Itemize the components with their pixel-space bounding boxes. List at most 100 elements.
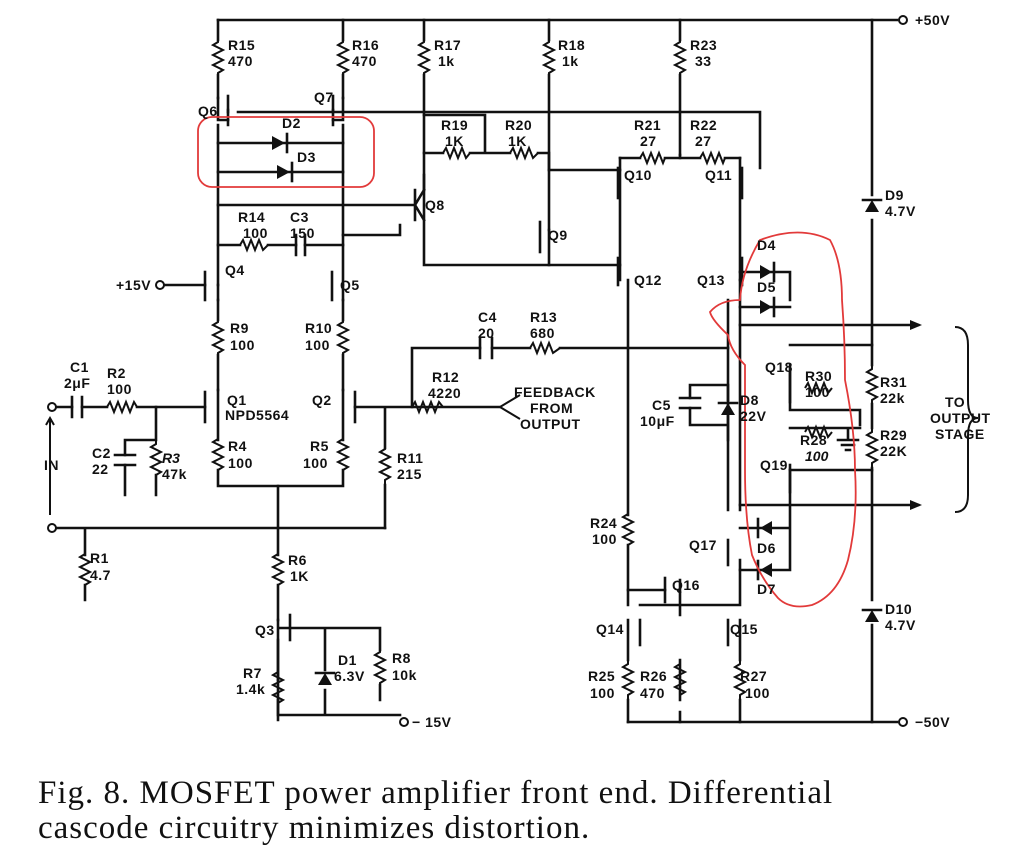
diodes (272, 132, 883, 685)
label-r20: R20 (505, 117, 532, 133)
value-r4: 100 (228, 455, 253, 471)
diode-d10 (861, 608, 883, 622)
label-d10: D10 (885, 601, 912, 617)
resistor-r19 (442, 145, 471, 161)
value-r25: 100 (590, 685, 615, 701)
label-d9: D9 (885, 187, 904, 203)
label-r22: R22 (690, 117, 717, 133)
label-q15: Q15 (730, 621, 758, 637)
diode-d8 (717, 401, 739, 415)
label-q7: Q7 (314, 89, 334, 105)
diode-d5 (760, 296, 776, 318)
label-d8: D8 (740, 392, 759, 408)
diode-d6 (756, 517, 772, 539)
label-r11: R11 (397, 450, 423, 466)
label-r28: R28 (800, 432, 827, 448)
value-r7: 1.4k (236, 681, 265, 697)
label-r18: R18 (558, 37, 585, 53)
resistor-r23 (674, 37, 686, 78)
resistor-r20 (509, 145, 539, 161)
label-npd5564: NPD5564 (225, 407, 289, 423)
value-r12: 4220 (428, 385, 461, 401)
capacitor-c4 (478, 336, 494, 360)
label-c1: C1 (70, 359, 89, 375)
label-r5: R5 (310, 438, 329, 454)
label-r24: R24 (590, 515, 617, 531)
label-d5: D5 (757, 279, 776, 295)
label-q4: Q4 (225, 262, 245, 278)
resistor-r22 (699, 150, 726, 166)
label-q11: Q11 (705, 167, 732, 183)
label-feedback-2: FROM (530, 400, 573, 416)
value-d10: 4.7V (885, 617, 916, 633)
value-r16: 470 (352, 53, 377, 69)
capacitors (70, 233, 702, 467)
label-r16: R16 (352, 37, 379, 53)
label-r8: R8 (392, 650, 411, 666)
label-q10: Q10 (624, 167, 652, 183)
capacitor-c3 (294, 233, 307, 257)
label-q8: Q8 (425, 197, 445, 213)
highlight-d2-d3 (197, 116, 375, 188)
value-r22: 27 (695, 133, 712, 149)
label-rail-neg50: −50V (915, 714, 950, 730)
label-rail-neg15: − 15V (412, 714, 452, 730)
value-r27: 100 (745, 685, 770, 701)
resistor-r31 (866, 364, 878, 405)
label-q12: Q12 (634, 272, 662, 288)
resistor-r17 (418, 37, 430, 78)
label-r29: R29 (880, 427, 907, 443)
value-r6: 1K (290, 568, 309, 584)
value-r17: 1k (438, 53, 455, 69)
highlight-output-region (709, 231, 857, 608)
resistor-r10 (337, 317, 349, 358)
label-r7: R7 (243, 665, 262, 681)
value-c2: 22 (92, 461, 109, 477)
label-r3: R3 (162, 450, 180, 466)
resistor-r12 (411, 399, 444, 415)
label-c5: C5 (652, 397, 671, 413)
diode-d3 (277, 161, 294, 183)
resistors (79, 37, 878, 708)
label-q3: Q3 (255, 622, 275, 638)
label-to-output-2: OUTPUT (930, 410, 991, 426)
label-r17: R17 (434, 37, 461, 53)
value-r1: 4.7 (90, 567, 111, 583)
label-d1: D1 (338, 652, 357, 668)
label-q2: Q2 (312, 392, 332, 408)
label-q9: Q9 (548, 227, 568, 243)
resistor-r13 (529, 340, 561, 356)
diode-d4 (760, 261, 776, 283)
resistor-r16 (337, 37, 349, 78)
label-d4: D4 (757, 237, 776, 253)
value-r18: 1k (562, 53, 579, 69)
schematic: +50V −50V +15V − 15V IN FEEDBACK FROM OU… (44, 12, 991, 730)
label-q17: Q17 (689, 537, 717, 553)
label-r23: R23 (690, 37, 717, 53)
label-d7: D7 (757, 581, 776, 597)
caption-line-2: cascode circuitry minimizes distortion. (38, 810, 591, 846)
value-r31: 22k (880, 390, 905, 406)
capacitor-c5 (678, 396, 702, 410)
resistor-r2 (106, 399, 138, 415)
value-r13: 680 (530, 325, 555, 341)
resistor-r25 (622, 659, 634, 700)
label-r27: R27 (740, 668, 767, 684)
value-r15: 470 (228, 53, 253, 69)
label-r15: R15 (228, 37, 255, 53)
label-q5: Q5 (340, 277, 360, 293)
label-q18: Q18 (765, 359, 793, 375)
value-r2: 100 (107, 381, 132, 397)
label-to-output-3: STAGE (935, 426, 985, 442)
label-r9: R9 (230, 320, 249, 336)
label-r19: R19 (441, 117, 468, 133)
resistor-r30 (804, 380, 833, 396)
label-c3: C3 (290, 209, 309, 225)
value-r10: 100 (305, 337, 330, 353)
label-r25: R25 (588, 668, 615, 684)
label-r14: R14 (238, 209, 265, 225)
label-r1: R1 (90, 550, 109, 566)
label-r26: R26 (640, 668, 667, 684)
label-c2: C2 (92, 445, 111, 461)
label-r4: R4 (228, 438, 247, 454)
